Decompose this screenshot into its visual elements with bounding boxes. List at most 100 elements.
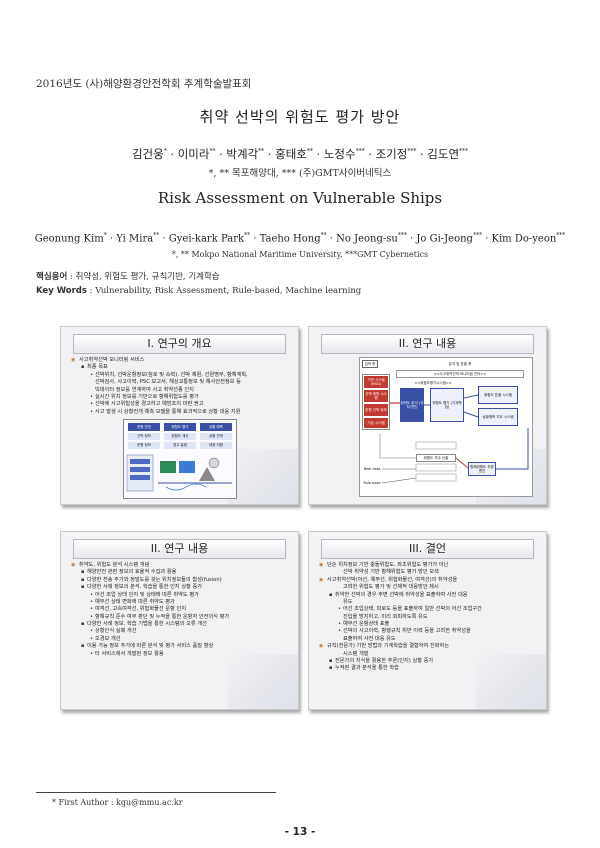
vuln-analysis-box: 취약도 분석 (규칙기반)	[400, 388, 424, 422]
author-name: No Jeong-su	[336, 233, 398, 245]
author-mark: *	[163, 148, 167, 156]
affiliation-korean: *, ** 목포해양대, *** (주)GMT사이버네틱스	[208, 168, 392, 179]
author-name: Taeho Hong	[259, 233, 321, 245]
slide-body: 사고취약선박 모니터링 서비스최종 목표선박위치, 선박운항정보(침로 및 속력…	[71, 357, 290, 416]
keywords-english-label: Key Words	[36, 286, 87, 296]
rule-base-label: Rule base	[363, 480, 381, 485]
keywords-korean: 핵심용어 : 취약성, 위험도 평가, 규칙기반, 기계학습	[36, 272, 220, 282]
author-name: 김건웅	[131, 147, 164, 161]
slide-body: 취약도, 위험도 분석 시스템 개념해양안전 관련 정보의 효율적 수집과 활용…	[71, 562, 290, 658]
diagram-r2-2: 경고 발령	[164, 442, 196, 449]
author-separator: ·	[215, 147, 227, 161]
slide-bullet: 규칙(전문가) 기반 방법과 기계학습을 결합하여 진화하는	[319, 643, 538, 650]
slide-bullet: 실시간 위치 정보를 기반으로 항해위험도를 평가	[71, 394, 290, 402]
slide-bullet: 선박에 사고위험성을 경고하고 예방조치 마련 권고	[71, 401, 290, 409]
author-separator: ·	[312, 147, 324, 161]
slide-bullet: 진입을 방지하고, 미리 회피하도록 유도	[343, 613, 428, 620]
author-separator: ·	[364, 147, 376, 161]
authors-korean: 김건웅* · 이미라** · 박계각** · 홍태호** · 노정수*** · …	[0, 146, 600, 162]
author-name: Gyei-kark Park	[168, 233, 245, 245]
keywords-korean-text: 취약성, 위험도 평가, 규칙기반, 기계학습	[75, 272, 220, 282]
author-separator: ·	[159, 233, 169, 245]
map-system-box: 상황예측 지도 시스템	[478, 408, 518, 426]
slide-bullet: 상황인식 실패 개선	[71, 628, 290, 636]
author-mark: **	[306, 148, 313, 156]
title-korean: 취약 선박의 위험도 평가 방안	[199, 108, 401, 126]
slide-bullet: 이용 가능 정보 추가에 따른 분석 및 평가 서비스 품질 향상	[71, 643, 290, 650]
author-mark: **	[153, 232, 160, 239]
author-mark: **	[258, 148, 265, 156]
author-mark: **	[244, 232, 251, 239]
diagram-col3: 상황 예측	[200, 423, 232, 431]
slide-bullet: 유도	[343, 598, 353, 605]
author-name: Geonung Kim	[34, 233, 104, 245]
slide-bullet: 항해규칙 준수 여부 판단 및 누적을 통한 운항자 안전의식 평가	[71, 614, 290, 622]
author-mark: ***	[407, 148, 417, 156]
affiliation-english: *, ** Mokpo National Maritime University…	[171, 250, 429, 259]
slide-bullet: 오경보 개선	[71, 636, 290, 644]
author-separator: ·	[166, 147, 178, 161]
authors-english: Geonung Kim* · Yi Mira** · Gyei-kark Par…	[0, 232, 600, 244]
slide-bullet: 사고취약선박 모니터링 서비스	[71, 357, 290, 364]
author-name: 김도연	[427, 147, 460, 161]
slide-bullet: 선박위치, 선박운항정보(침로 및 속력), 선박 제원, 선원명부, 항해계획…	[71, 372, 290, 380]
author-mark: **	[320, 232, 327, 239]
diagram-r1-1: 선박 정보	[128, 433, 160, 440]
service-label: <<사고취약선박 모니터링 인터>>	[396, 370, 524, 378]
keywords-korean-label: 핵심용어	[36, 272, 68, 282]
slide-bullet: 선박 취약성 기반 항해위험도 평가 방안 모색	[343, 569, 439, 576]
slide-bullet: 어선 조업 상태 인지 및 상태에 따른 취약도 평가	[71, 592, 290, 600]
risk-index-box: 위험도 지수 산출	[416, 454, 456, 462]
slide-overview: I. 연구의 개요 사고취약선박 모니터링 서비스최종 목표선박위치, 선박운항…	[60, 326, 299, 505]
diagram-r2-1: 운항 정보	[128, 442, 160, 449]
slide-bullet: 선박의 사고이력, 항행규칙 위반 이력 등을 고려한 취약성을	[319, 628, 538, 636]
ship-spec-box: 선박 제원 시스템	[364, 390, 388, 402]
slide-bullet: 다양한 사례 정보, 학습 기법을 통한 시스템의 오류 개선	[71, 621, 290, 628]
keywords-english-text: Vulnerability, Risk Assessment, Rule-bas…	[95, 286, 362, 296]
slide-bullet: 선박검사, 사고이력, PSC 보고서, 해상교통정보 및 해사안전정보 등	[95, 379, 241, 386]
slide-bullet: 고려한 위험도 평가 및 선제적 대응방안 제시	[343, 584, 439, 591]
architecture-diagram: 입력 층 분석 및 표출 층 <<사고취약선박 모니터링 인터>> <<위험도평…	[359, 357, 533, 497]
slide-title: II. 연구 내용	[321, 334, 534, 354]
slide-bullet: 시스템 개발	[343, 650, 369, 657]
title-english: Risk Assessment on Vulnerable Ships	[157, 189, 443, 207]
slide-bullet: 최종 목표	[71, 364, 290, 371]
author-mark: *	[103, 232, 107, 239]
slide-bullet: 빅데이터 정보를 연계하여 사고 취약선종 인지	[95, 386, 194, 393]
slide-bullet: 전문가의 지식을 활용한 추론(인지) 상황 증가	[319, 658, 538, 665]
slide-bullet: 예부선 운항상태 표출	[319, 621, 538, 629]
ship-ops-box: 운항 선박 정보	[364, 404, 388, 416]
diagram-col2: 위험도 평가	[164, 423, 196, 431]
author-name: 노정수	[323, 147, 356, 161]
author-mark: **	[209, 148, 216, 156]
slide-analysis-concept: II. 연구 내용 취약도, 위험도 분석 시스템 개념해양안전 관련 정보의 …	[60, 531, 299, 710]
system-illustration	[126, 454, 232, 492]
slide-bullet: 해양안전 관련 정보의 효율적 수집과 활용	[71, 569, 290, 576]
inference-engine-box: 항해위험도 추론엔진	[468, 462, 496, 476]
author-mark: ***	[459, 148, 469, 156]
author-name: Jo Gi-Jeong	[416, 233, 473, 245]
author-mark: ***	[397, 232, 407, 239]
keywords-english: Key Words : Vulnerability, Risk Assessme…	[36, 286, 362, 296]
input-column	[362, 374, 390, 430]
page-number: - 13 -	[284, 826, 316, 838]
slide-bullet: 다양한 사례 정보의 분석, 학습을 통한 인지 상황 증가	[71, 584, 290, 591]
diagram-r1-2: 위험도 계산	[164, 433, 196, 440]
author-name: 조기정	[375, 147, 408, 161]
author-separator: ·	[106, 233, 117, 245]
slide-title: II. 연구 내용	[73, 539, 286, 559]
base-system-box: 기반 시스템 (MSG)	[364, 376, 388, 388]
author-separator: ·	[264, 147, 276, 161]
slide-title: III. 결언	[321, 539, 534, 559]
author-separator: ·	[250, 233, 260, 245]
real-data-label: Real data	[363, 466, 381, 471]
footnote: * First Author : kgu@mmu.ac.kr	[52, 798, 183, 807]
slide-research-architecture: II. 연구 내용 입력 층 분석 및 표출 층 <<사고취약선박 모니터링 인…	[308, 326, 547, 505]
slide-bullet: 사고 발생 시 상황전개 예측 모델을 통해 효과적으로 상황 대응 지원	[71, 409, 290, 417]
author-mark: ***	[472, 232, 482, 239]
slide-title: I. 연구의 개요	[73, 334, 286, 354]
risk-eval-box: 위험도 평가 (기계학습)	[430, 388, 464, 422]
author-mark: ***	[556, 232, 566, 239]
author-separator: ·	[326, 233, 337, 245]
input-layer-label: 입력 층	[362, 360, 378, 368]
